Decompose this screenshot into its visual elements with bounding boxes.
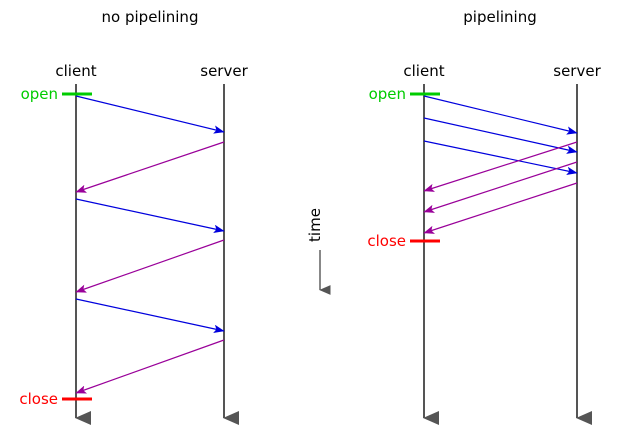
message-response-no-pipelining-3: [75, 239, 225, 293]
message-response-pipelining-3: [423, 141, 578, 192]
message-response-pipelining-4: [423, 161, 578, 213]
actor-label-server-pipelining: server: [553, 62, 601, 80]
panel-title-no-pipelining: no pipelining: [102, 8, 199, 26]
message-request-no-pipelining-2: [75, 198, 225, 233]
message-request-no-pipelining-0: [75, 95, 225, 134]
open-label-pipelining: open: [369, 85, 406, 103]
panel-title-pipelining: pipelining: [463, 8, 536, 26]
close-label-no-pipelining: close: [19, 390, 58, 408]
panel-no-pipelining: no pipelining client server open close: [19, 8, 249, 425]
open-label-no-pipelining: open: [21, 85, 58, 103]
actor-label-client-pipelining: client: [403, 62, 444, 80]
message-response-no-pipelining-5: [75, 339, 225, 394]
actor-label-client-no-pipelining: client: [55, 62, 96, 80]
time-axis-label: time: [306, 208, 324, 242]
time-axis-group: time: [306, 208, 331, 295]
message-request-no-pipelining-4: [75, 298, 225, 333]
actor-label-server-no-pipelining: server: [200, 62, 248, 80]
close-label-pipelining: close: [367, 232, 406, 250]
panel-pipelining: pipelining client server open close: [367, 8, 602, 425]
message-request-pipelining-0: [423, 95, 578, 135]
message-request-pipelining-1: [423, 117, 578, 154]
message-response-no-pipelining-1: [75, 141, 225, 193]
message-response-pipelining-5: [423, 182, 578, 234]
message-request-pipelining-2: [423, 140, 578, 176]
